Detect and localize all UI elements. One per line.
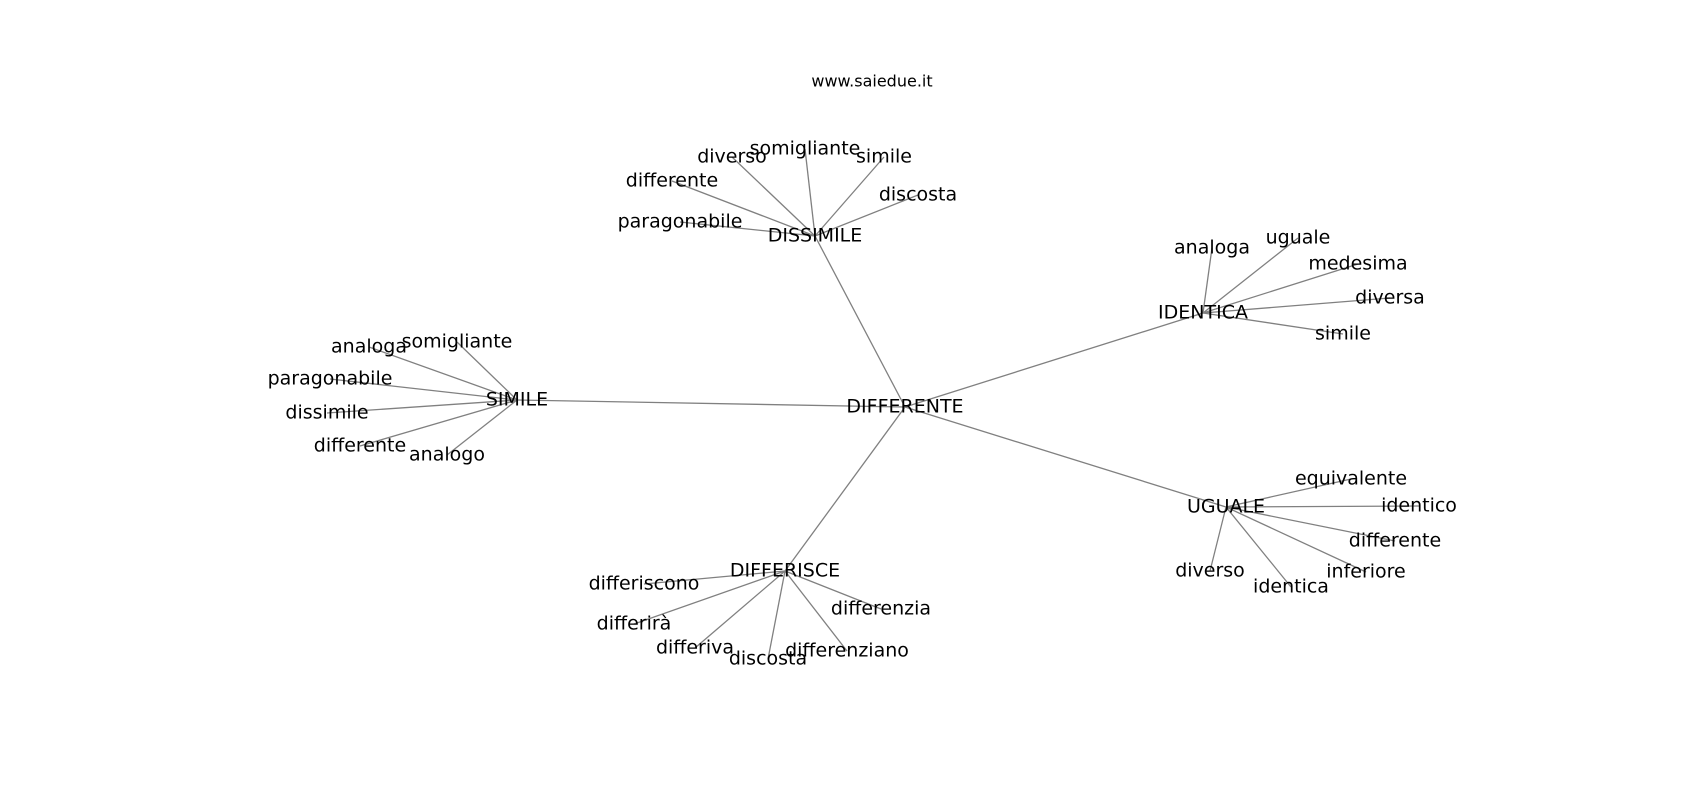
graph-edges (326, 148, 1420, 660)
leaf-node-differisce-2: differiva (656, 637, 734, 659)
leaf-node-uguale-1: identico (1381, 495, 1457, 517)
edge-uguale-leaf-5 (1209, 506, 1227, 572)
edge-differisce-leaf-5 (784, 570, 882, 610)
leaf-node-uguale-5: diverso (1175, 560, 1245, 582)
edge-identica-leaf-0 (1202, 247, 1213, 314)
leaf-node-identica-2: medesima (1308, 253, 1407, 275)
leaf-node-dissimile-1: differente (626, 170, 718, 192)
edge-root-uguale (904, 406, 1227, 508)
edge-uguale-leaf-1 (1225, 505, 1420, 508)
leaf-node-dissimile-5: discosta (879, 184, 957, 206)
edge-dissimile-leaf-4 (814, 156, 885, 237)
leaf-node-simile-4: differente (314, 435, 406, 457)
edge-simile-leaf-2 (329, 378, 518, 401)
leaf-node-identica-3: diversa (1355, 287, 1425, 309)
edge-identica-leaf-4 (1202, 312, 1344, 335)
hub-node-uguale: UGUALE (1187, 496, 1265, 518)
hub-node-differisce: DIFFERISCE (730, 560, 840, 582)
leaf-node-identica-1: uguale (1266, 227, 1331, 249)
leaf-node-uguale-0: equivalente (1295, 468, 1407, 490)
leaf-node-differisce-4: differenziano (785, 640, 909, 662)
edge-simile-leaf-5 (446, 399, 518, 456)
edge-identica-leaf-3 (1202, 297, 1391, 314)
edge-differisce-leaf-1 (633, 570, 786, 625)
edge-dissimile-leaf-0 (679, 221, 816, 237)
edge-simile-leaf-1 (456, 341, 518, 401)
leaf-node-dissimile-0: paragonabile (618, 211, 743, 233)
edge-dissimile-leaf-1 (671, 180, 816, 237)
leaf-node-simile-5: analogo (409, 444, 485, 466)
leaf-node-differisce-5: differenzia (831, 598, 931, 620)
edge-uguale-leaf-3 (1225, 506, 1367, 573)
leaf-node-dissimile-3: somigliante (750, 138, 861, 160)
leaf-node-identica-0: analoga (1174, 237, 1250, 259)
leaf-node-simile-2: paragonabile (268, 368, 393, 390)
edge-root-differisce (784, 406, 906, 572)
edge-root-identica (904, 312, 1204, 408)
edge-dissimile-leaf-2 (731, 156, 816, 237)
hub-node-dissimile: DISSIMILE (768, 225, 863, 247)
graph-labels: www.saiedue.it DIFFERENTE DISSIMILE parago… (268, 72, 1457, 670)
edge-identica-leaf-1 (1202, 237, 1299, 314)
leaf-node-dissimile-4: simile (856, 146, 912, 168)
edge-root-simile (516, 399, 906, 408)
leaf-node-uguale-4: identica (1253, 576, 1329, 598)
leaf-node-simile-0: analoga (331, 336, 407, 358)
edge-identica-leaf-2 (1202, 263, 1359, 314)
edge-differisce-leaf-3 (767, 570, 786, 660)
edge-root-dissimile (814, 235, 906, 408)
root-node-label: DIFFERENTE (846, 396, 963, 418)
edge-dissimile-leaf-5 (814, 194, 919, 237)
edge-uguale-leaf-0 (1225, 478, 1352, 508)
hub-node-identica: IDENTICA (1158, 302, 1248, 324)
edge-differisce-leaf-2 (694, 570, 786, 649)
edge-simile-leaf-0 (368, 346, 518, 401)
edge-differisce-leaf-4 (784, 570, 848, 652)
edge-dissimile-leaf-3 (804, 148, 816, 237)
leaf-node-uguale-2: differente (1349, 530, 1441, 552)
edge-simile-leaf-3 (326, 399, 518, 414)
leaf-node-simile-3: dissimile (285, 402, 368, 424)
edge-differisce-leaf-0 (643, 570, 786, 585)
edge-uguale-leaf-4 (1225, 506, 1292, 588)
site-url-label: www.saiedue.it (811, 72, 932, 91)
edge-simile-leaf-4 (359, 399, 518, 447)
hub-node-simile: SIMILE (486, 389, 548, 411)
leaf-node-uguale-3: inferiore (1326, 561, 1406, 583)
leaf-node-differisce-1: differirà (597, 613, 672, 635)
leaf-node-simile-1: somigliante (402, 331, 513, 353)
edge-uguale-leaf-2 (1225, 506, 1396, 542)
leaf-node-dissimile-2: diverso (697, 146, 767, 168)
leaf-node-differisce-3: discosta (729, 648, 807, 670)
leaf-node-differisce-0: differiscono (589, 573, 700, 595)
leaf-node-identica-4: simile (1315, 323, 1371, 345)
